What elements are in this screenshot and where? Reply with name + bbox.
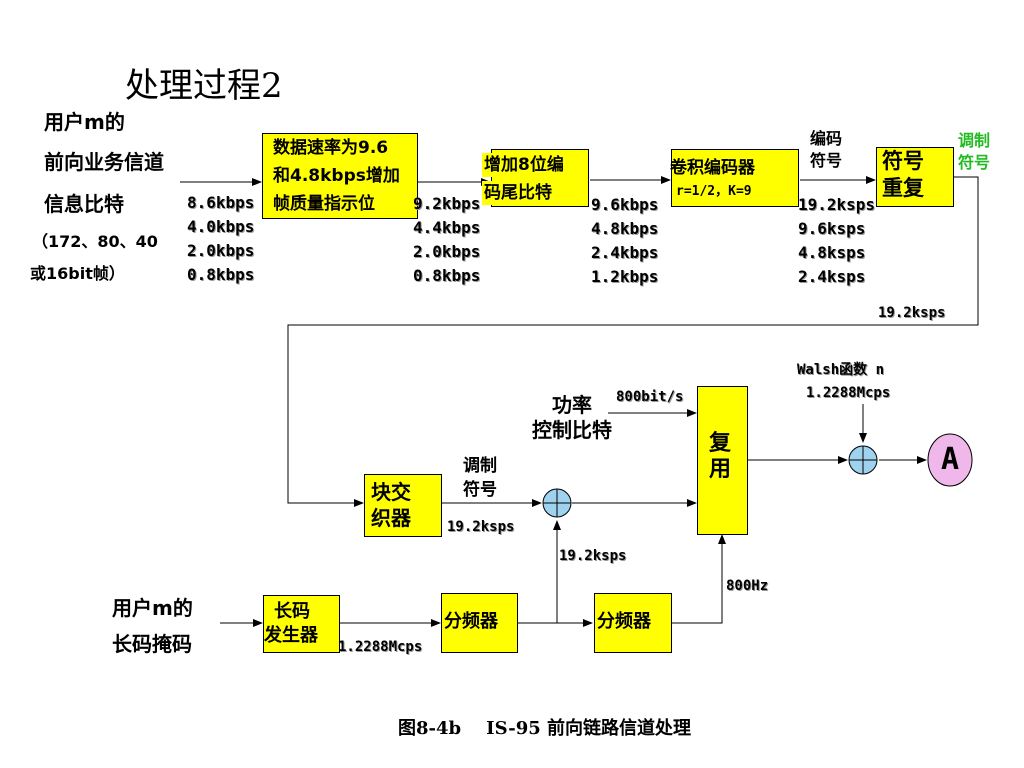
long-code-mask-line-2: 长码掩码 <box>112 632 192 656</box>
box-line: r=1/2，K=9 <box>676 184 752 199</box>
interleaver-out-rate: 19.2ksps <box>447 519 515 535</box>
rate-value: 0.8kbps <box>413 266 481 285</box>
xor-walsh <box>848 445 878 475</box>
mux-box: 复 用 <box>697 386 748 535</box>
box-line: 卷积编码器 <box>670 158 755 178</box>
decimator-1-box: 分频器 <box>441 593 518 653</box>
label-line: 调制 <box>463 456 497 476</box>
xor-scrambler <box>542 488 572 518</box>
rates-after-conv: 19.2ksps 9.6ksps 4.8ksps 2.4ksps <box>798 193 875 289</box>
rate-value: 9.6kbps <box>591 195 659 214</box>
box-line: 分频器 <box>597 611 651 632</box>
box-line: 长码 <box>274 601 310 622</box>
frame-note-1: （172、80、40 <box>32 232 158 251</box>
label-line: 功率 <box>552 393 592 417</box>
frame-note-2: 或16bit帧） <box>30 264 125 283</box>
pc-clock-rate: 800Hz <box>726 578 769 594</box>
label-line: 调制 <box>958 131 991 150</box>
rate-value: 2.0kbps <box>187 241 255 260</box>
rate-value: 4.8kbps <box>591 219 659 238</box>
box-line: 符号 <box>882 149 924 173</box>
power-control-label: 功率 控制比特 <box>532 393 612 443</box>
walsh-rate: 1.2288Mcps <box>806 385 891 401</box>
rates-input: 8.6kbps 4.0kbps 2.0kbps 0.8kbps <box>187 191 254 287</box>
rate-value: 4.0kbps <box>187 217 255 236</box>
power-control-rate: 800bit/s <box>616 389 684 405</box>
user-input-line-1: 用户m的 <box>44 110 125 134</box>
mod-symbol-green-label: 调制 符号 <box>958 130 990 174</box>
rate-value: 4.8ksps <box>798 243 866 262</box>
user-input-line-3: 信息比特 <box>44 192 124 216</box>
label-line: 符号 <box>810 151 843 170</box>
box-line: 重复 <box>882 176 924 200</box>
output-circle <box>927 433 973 487</box>
long-code-mask-line-1: 用户m的 <box>112 596 193 620</box>
label-line: 编码 <box>810 129 843 148</box>
tail-bits-box: 增加8位编 码尾比特 <box>482 149 589 207</box>
rate-value: 19.2ksps <box>798 195 876 214</box>
box-line: 发生器 <box>264 625 318 646</box>
rate-value: 9.2kbps <box>413 194 481 213</box>
box-line: 分频器 <box>444 611 498 632</box>
box-line: 复 <box>709 431 732 456</box>
walsh-label: Walsh函数 n <box>797 362 885 378</box>
rate-value: 1.2kbps <box>591 267 659 286</box>
user-input-line-2: 前向业务信道 <box>44 150 164 174</box>
long-code-generator-box: 长码 发生器 <box>263 595 340 653</box>
rate-value: 0.8kbps <box>187 265 255 284</box>
box-line: 帧质量指示位 <box>273 194 375 214</box>
page-title: 处理过程2 <box>125 66 283 106</box>
rate-value: 9.6ksps <box>798 219 866 238</box>
label-line: 符号 <box>463 480 497 500</box>
rates-after-crc: 9.2kbps 4.4kbps 2.0kbps 0.8kbps <box>413 192 480 288</box>
symbol-repeat-box: 符号 重复 <box>876 147 954 207</box>
box-line: 增加8位编 <box>482 153 566 177</box>
label-line: 符号 <box>958 153 991 172</box>
output-circle-label: A <box>940 442 960 477</box>
box-line: 织器 <box>371 506 411 530</box>
rates-after-tail: 9.6kbps 4.8kbps 2.4kbps 1.2kbps <box>591 193 658 289</box>
box-line: 和4.8kbps增加 <box>273 166 400 186</box>
rate-value: 2.4kbps <box>591 243 659 262</box>
mod-symbol-label: 调制 符号 <box>463 454 497 502</box>
box-line: 块交 <box>371 480 411 504</box>
box-line: 用 <box>709 457 732 482</box>
conv-encoder-box: 卷积编码器 r=1/2，K=9 <box>670 149 799 207</box>
figure-caption: 图8-4b IS-95 前向链路信道处理 <box>398 718 692 739</box>
rate-value: 2.0kbps <box>413 242 481 261</box>
rate-value: 2.4ksps <box>798 267 866 286</box>
decimator-2-box: 分频器 <box>594 593 672 653</box>
rate-value: 4.4kbps <box>413 218 481 237</box>
scrambler-rate: 19.2ksps <box>559 548 627 564</box>
box-line: 码尾比特 <box>482 181 554 205</box>
block-interleaver-box: 块交 织器 <box>364 474 442 537</box>
long-code-rate: 1.2288Mcps <box>338 639 423 655</box>
code-symbol-label: 编码 符号 <box>810 128 842 172</box>
label-line: 控制比特 <box>532 418 612 442</box>
frame-quality-indicator-box: 数据速率为9.6 和4.8kbps增加 帧质量指示位 <box>262 133 418 219</box>
rate-value: 8.6kbps <box>187 193 255 212</box>
box-line: 数据速率为9.6 <box>273 138 389 158</box>
after-repeat-rate: 19.2ksps <box>878 305 946 321</box>
